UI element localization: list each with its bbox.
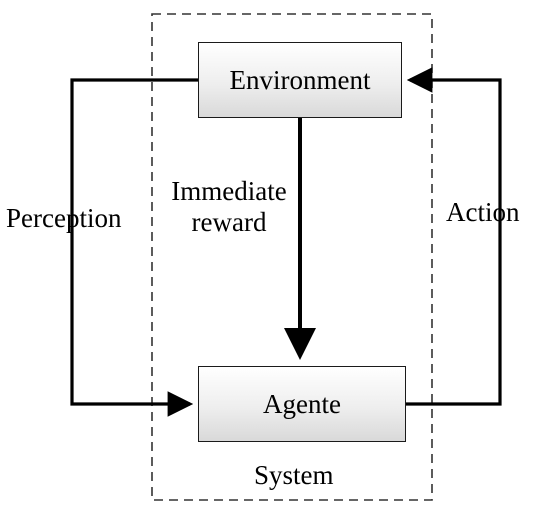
system-boundary: [151, 13, 433, 501]
system-label: System: [254, 460, 334, 490]
perception-arrow: [70, 78, 198, 417]
immediate-reward-line1: Immediate: [171, 176, 287, 206]
agent-label: Agente: [263, 388, 341, 419]
immediate-reward-label: Immediate reward: [164, 176, 294, 238]
perception-label: Perception: [6, 203, 122, 233]
action-label: Action: [446, 197, 520, 227]
agent-node: Agente: [198, 366, 406, 442]
environment-node: Environment: [198, 42, 402, 118]
environment-label: Environment: [229, 64, 371, 95]
action-arrow: [406, 67, 502, 406]
immediate-reward-line2: reward: [191, 207, 267, 237]
